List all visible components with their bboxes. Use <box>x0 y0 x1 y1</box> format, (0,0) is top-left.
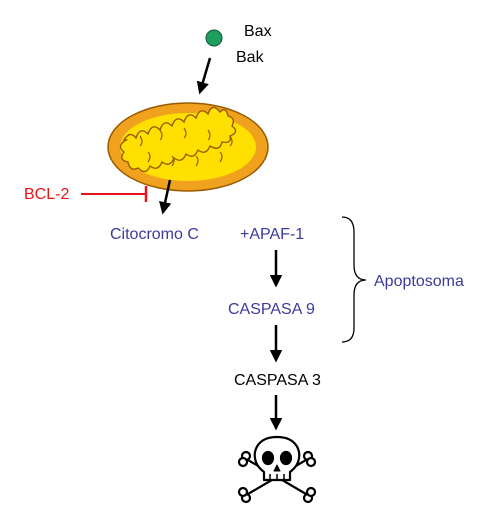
apaf-label: +APAF-1 <box>240 226 304 243</box>
caspasa9-label: CASPASA 9 <box>228 301 315 318</box>
apoptosoma-brace <box>341 216 367 343</box>
citocromo-label: Citocromo C <box>110 226 199 243</box>
arrow-bax-to-mitochondrion <box>196 57 212 95</box>
bak-label: Bak <box>236 49 265 66</box>
apoptosoma-label: Apoptosoma <box>374 273 464 290</box>
mitochondrion-icon <box>107 102 269 192</box>
arrow-mitochondrion-to-citocromo <box>159 179 172 215</box>
skull-crossbones-icon <box>237 435 317 504</box>
caspasa3-label: CASPASA 3 <box>234 372 321 389</box>
bax-bak-protein-icon <box>205 29 223 47</box>
bax-label: Bax <box>244 23 272 40</box>
bcl2-label: BCL-2 <box>24 186 69 203</box>
